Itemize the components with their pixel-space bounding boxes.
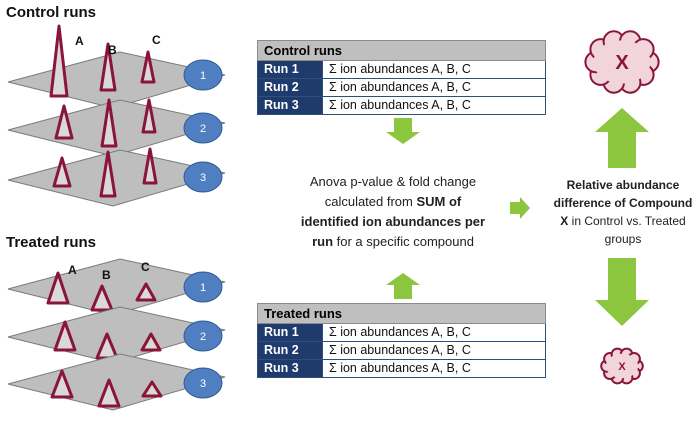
analysis-line-4: for a specific compound (333, 234, 474, 249)
compound-cloud-large: X (584, 30, 660, 94)
table-row: Run 3 Σ ion abundances A, B, C (257, 96, 546, 115)
run-number: 1 (200, 70, 206, 82)
result-line-4: groups (604, 232, 642, 246)
compound-clouds: XX (584, 30, 660, 385)
run-description: Σ ion abundances A, B, C (322, 78, 546, 97)
peak-label: B (102, 268, 111, 282)
run-number: 2 (200, 331, 206, 343)
ion-peak (46, 271, 70, 305)
table-row: Run 1 Σ ion abundances A, B, C (257, 60, 546, 79)
analysis-line-1: Anova p-value & fold change (309, 174, 477, 189)
ion-peak (52, 156, 72, 188)
control-runs-stack: 1 2 3 A B C (7, 24, 226, 207)
peak-label: A (75, 34, 84, 48)
analysis-line-3-bold: identified ion abundances per (300, 214, 486, 229)
run-number: 1 (200, 282, 206, 294)
ion-peak (99, 42, 117, 92)
peak-label: B (108, 43, 117, 57)
control-runs-table: Control runs Run 1 Σ ion abundances A, B… (257, 40, 546, 115)
run-description: Σ ion abundances A, B, C (322, 96, 546, 115)
treated-runs-stack: 1 2 3 A B C (7, 258, 226, 411)
run-label: Run 1 (257, 60, 323, 79)
ion-peak (140, 332, 162, 352)
analysis-line-4-bold: run (312, 234, 334, 249)
analysis-line-2-bold: SUM of (416, 194, 462, 209)
ion-peak (142, 147, 158, 185)
flow-arrows (386, 108, 649, 326)
control-table-title: Control runs (257, 40, 546, 61)
result-line-3-bold: X (560, 214, 569, 228)
run-label: Run 2 (257, 78, 323, 97)
run-description: Σ ion abundances A, B, C (322, 60, 546, 79)
arrow-down-control (386, 118, 420, 144)
ion-peak (54, 104, 74, 140)
ion-peak (53, 320, 77, 352)
table-row: Run 2 Σ ion abundances A, B, C (257, 78, 546, 97)
table-row: Run 2 Σ ion abundances A, B, C (257, 341, 546, 360)
table-row: Run 3 Σ ion abundances A, B, C (257, 359, 546, 378)
run-label: Run 3 (257, 96, 323, 115)
result-description: Relative abundance difference of Compoun… (548, 176, 698, 248)
treated-table-title: Treated runs (257, 303, 546, 324)
ion-peak (99, 150, 117, 198)
ion-peak (50, 369, 74, 399)
run-label: Run 3 (257, 359, 323, 378)
run-number: 2 (200, 123, 206, 135)
peak-label: C (152, 33, 161, 47)
analysis-description: Anova p-value & fold change calculated f… (282, 172, 504, 252)
analysis-line-2: calculated from (324, 194, 417, 209)
ion-peak (97, 378, 121, 408)
compound-label: X (618, 361, 626, 373)
result-line-3: in Control vs. Treated (568, 214, 686, 228)
peak-label: A (68, 263, 77, 277)
arrow-right-analysis (510, 197, 530, 219)
arrow-up-result (595, 108, 649, 168)
run-plane (7, 99, 226, 157)
ion-peak (90, 284, 114, 312)
treated-runs-table: Treated runs Run 1 Σ ion abundances A, B… (257, 303, 546, 378)
run-number-badge (183, 161, 223, 193)
result-line-2: difference of Compound (553, 196, 693, 210)
treated-runs-heading: Treated runs (6, 234, 97, 251)
run-number-badge (183, 367, 223, 399)
run-description: Σ ion abundances A, B, C (322, 341, 546, 360)
result-line-1: Relative abundance (566, 178, 680, 192)
ion-peak (135, 282, 157, 302)
run-number-badge (183, 271, 223, 303)
run-label: Run 1 (257, 323, 323, 342)
run-label: Run 2 (257, 341, 323, 360)
peak-label: C (141, 260, 150, 274)
ion-peak (100, 98, 118, 148)
run-description: Σ ion abundances A, B, C (322, 359, 546, 378)
ion-peak (140, 50, 156, 84)
run-number-badge (183, 59, 223, 91)
compound-cloud-small: X (600, 347, 644, 385)
run-number: 3 (200, 378, 206, 390)
run-description: Σ ion abundances A, B, C (322, 323, 546, 342)
ion-peak (141, 98, 157, 134)
run-number: 3 (200, 172, 206, 184)
run-number-badge (183, 112, 223, 144)
ion-peak (49, 24, 69, 98)
cloud-body (605, 353, 639, 379)
cloud-body (593, 40, 651, 84)
arrow-down-result (595, 258, 649, 326)
compound-label: X (615, 52, 629, 74)
arrow-up-treated (386, 273, 420, 299)
table-row: Run 1 Σ ion abundances A, B, C (257, 323, 546, 342)
run-number-badge (183, 320, 223, 352)
ion-peak (141, 380, 163, 398)
run-plane (7, 149, 226, 207)
control-runs-heading: Control runs (6, 4, 96, 21)
